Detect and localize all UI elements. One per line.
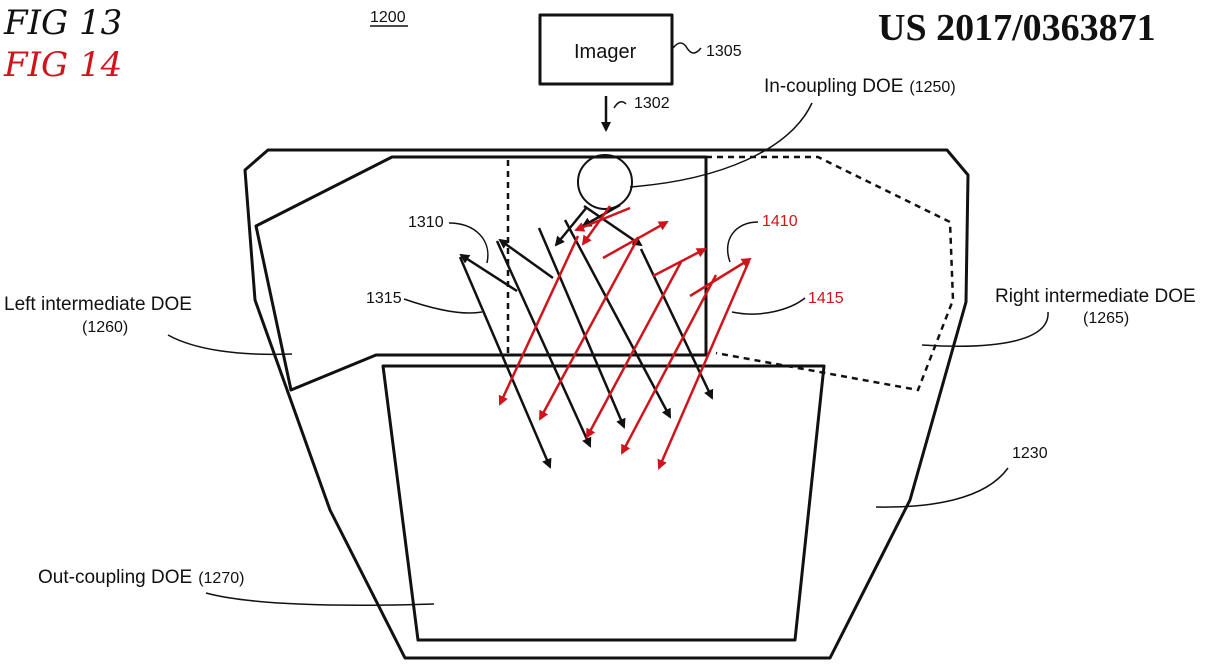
in-coupling-doe	[577, 154, 633, 210]
fig14-rays	[498, 205, 752, 470]
in-coupling-leader	[629, 102, 813, 188]
out-coupling-leader	[205, 592, 435, 606]
out-coupling-label: Out-coupling DOE(1270)	[38, 567, 244, 588]
imager-box	[538, 13, 674, 86]
ray-1410-label: 1410	[762, 213, 798, 230]
imager-label: Imager	[574, 41, 637, 63]
ray-1315-leader	[403, 298, 483, 314]
ray-1415-label: 1415	[808, 290, 844, 307]
right-intermediate-doe	[706, 155, 955, 392]
eyepiece-outline	[243, 148, 970, 660]
left-intermediate-ref: (1260)	[82, 319, 128, 336]
left-intermediate-doe	[254, 155, 708, 392]
imager-ref: 1305	[706, 43, 742, 60]
beam-leader	[613, 101, 627, 109]
beam-ref: 1302	[634, 95, 670, 112]
right-intermediate-leader	[921, 311, 1049, 347]
eyepiece-ref: 1230	[1012, 445, 1048, 462]
imager-leader	[672, 42, 702, 54]
ray-1315-label: 1315	[366, 290, 402, 307]
figure-number: 1200	[370, 9, 406, 26]
ray-1310-label: 1310	[408, 214, 444, 231]
fig13-rays	[458, 203, 714, 469]
out-coupling-doe	[381, 364, 826, 642]
fig-14-label: FIG 14	[3, 45, 122, 85]
fig-13-label: FIG 13	[3, 3, 122, 43]
left-intermediate-leader	[167, 334, 293, 356]
ray-1310-leader	[448, 222, 489, 264]
publication-number: US 2017/0363871	[878, 7, 1156, 49]
right-intermediate-label: Right intermediate DOE	[995, 286, 1196, 307]
left-intermediate-label: Left intermediate DOE	[4, 294, 192, 315]
ray-1415-leader	[731, 297, 806, 315]
eyepiece-leader	[875, 467, 1009, 508]
right-intermediate-ref: (1265)	[1083, 310, 1129, 327]
in-coupling-label: In-coupling DOE(1250)	[764, 76, 956, 97]
ray-1410-leader	[726, 221, 759, 263]
